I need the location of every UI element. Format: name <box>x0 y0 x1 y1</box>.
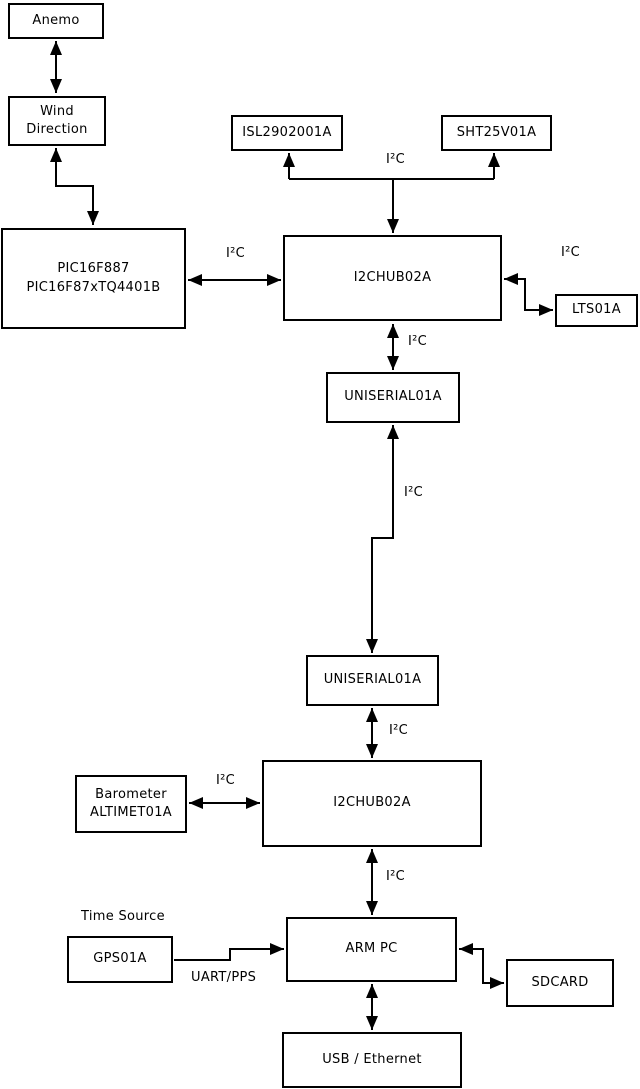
node-gps01a: GPS01A <box>67 936 173 983</box>
node-wind-direction: Wind Direction <box>8 96 106 146</box>
bus-label-i2c-barometer-hub2: I²C <box>216 773 236 788</box>
node-i2chub02a-1-label: I2CHUB02A <box>353 269 432 285</box>
node-pic16f887-label: PIC16F887 PIC16F87xTQ4401B <box>26 261 161 295</box>
node-arm-pc: ARM PC <box>286 917 457 982</box>
bus-label-i2c-uniserial2-hub2: I²C <box>389 723 409 738</box>
bus-label-i2c-pic-hub1: I²C <box>226 246 246 261</box>
bus-label-i2c-hub1-uniserial1: I²C <box>408 334 428 349</box>
node-lts01a: LTS01A <box>555 294 638 327</box>
bus-label-i2c-hub1-lts: I²C <box>561 245 581 260</box>
node-usb-ethernet: USB / Ethernet <box>282 1032 462 1088</box>
bus-label-i2c-uniserial1-uniserial2: I²C <box>404 485 424 500</box>
node-lts01a-label: LTS01A <box>572 302 621 318</box>
node-uniserial01a-2: UNISERIAL01A <box>306 655 439 706</box>
bus-label-i2c-hub2-armpc: I²C <box>386 869 406 884</box>
node-sdcard: SDCARD <box>506 959 614 1007</box>
node-i2chub02a-1: I2CHUB02A <box>283 235 502 321</box>
bus-label-i2c-top: I²C <box>386 152 406 167</box>
label-uart-pps: UART/PPS <box>191 970 257 985</box>
node-sht25v01a: SHT25V01A <box>441 115 552 151</box>
node-sdcard-label: SDCARD <box>531 974 589 990</box>
node-wind-direction-label: Wind Direction <box>26 103 88 137</box>
node-i2chub02a-2: I2CHUB02A <box>262 760 482 847</box>
node-isl2902001a-label: ISL2902001A <box>242 124 332 140</box>
node-arm-pc-label: ARM PC <box>345 941 398 957</box>
node-usb-ethernet-label: USB / Ethernet <box>322 1051 422 1067</box>
node-uniserial01a-1: UNISERIAL01A <box>326 372 460 423</box>
label-time-source: Time Source <box>81 909 165 924</box>
node-uniserial01a-2-label: UNISERIAL01A <box>323 672 422 688</box>
node-pic16f887: PIC16F887 PIC16F87xTQ4401B <box>1 228 186 329</box>
connector-uniserial1-uniserial2 <box>366 425 399 653</box>
node-i2chub02a-2-label: I2CHUB02A <box>333 795 411 811</box>
node-barometer-altimet01a: Barometer ALTIMET01A <box>75 775 187 833</box>
node-sht25v01a-label: SHT25V01A <box>456 124 537 140</box>
node-barometer-altimet01a-label: Barometer ALTIMET01A <box>90 786 172 820</box>
node-anemo: Anemo <box>8 3 104 39</box>
connector-hub1-lts <box>504 273 553 316</box>
node-gps01a-label: GPS01A <box>93 951 147 967</box>
connector-gps-armpc <box>174 943 284 961</box>
connector-wind-pic <box>50 148 99 225</box>
node-isl2902001a: ISL2902001A <box>231 115 343 151</box>
node-uniserial01a-1-label: UNISERIAL01A <box>344 389 442 405</box>
connector-armpc-sdcard <box>459 943 504 989</box>
node-anemo-label: Anemo <box>32 12 80 28</box>
